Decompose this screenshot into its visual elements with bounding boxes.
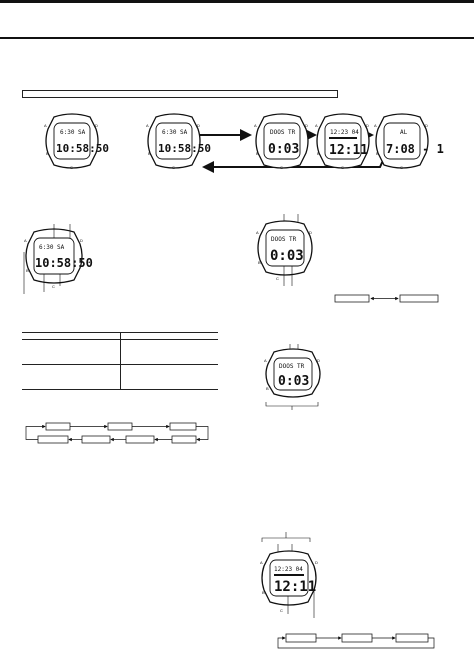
button-c-label: C [280,165,283,170]
flow-box [285,633,317,643]
button-c-label: C [341,165,344,170]
button-b-label: B [26,268,29,273]
calendar-bar [329,137,357,139]
lcd-top-text: AL [400,129,408,136]
flow-box [37,435,69,444]
button-d-label: D [317,358,320,363]
flow-box [334,294,370,303]
watch-detail-timekeeping: 6:30 SA 10:58:50 A B C D [20,222,93,296]
table-column-rule [120,332,121,390]
flow-box [107,422,133,431]
lcd-main-text: 10:58:50 [158,142,211,155]
flow-box [399,294,439,303]
button-d-label: D [197,123,200,128]
watch-timekeeping-alt: 6:30 SA 10:58:50 A B C D [146,113,211,170]
button-a-label: A [260,560,263,565]
button-a-label: A [254,123,257,128]
button-c-label: C [70,165,73,170]
button-a-label: A [374,123,377,128]
lcd-top-text: 12:23 04 [330,129,359,136]
button-a-label: A [256,230,259,235]
calendar-bar [274,574,304,576]
button-c-label: C [280,608,283,613]
lcd-main-text: 12:11 [274,579,316,595]
button-d-label: D [309,230,312,235]
flow-box [341,633,373,643]
button-a-label: A [264,358,267,363]
watch-alarm: AL 7:08 - 1 A B C D [374,113,444,170]
button-c-label: C [172,165,175,170]
lcd-top-text: 12:23 04 [274,566,303,573]
button-d-label: D [315,560,318,565]
button-a-label: A [44,123,47,128]
lcd-top-text: DOOS TR [270,129,296,136]
lcd-main-text: 0:03 [270,248,304,264]
button-b-label: B [266,386,269,391]
button-d-label: D [366,123,369,128]
flow-box [125,435,155,444]
flow-loop-bottom [277,633,435,649]
button-b-label: B [148,151,151,156]
button-c-label: C [400,165,403,170]
lcd-top-text: DOOS TR [279,363,305,370]
watch-detail-data-bank: DOOS TR 0:03 A B C D [254,214,316,288]
button-a-label: A [315,123,318,128]
watch-data-bank: DOOS TR 0:03 A B C D [254,113,310,170]
lcd-main-text: 7:08 - 1 [386,142,444,156]
flow-box [171,435,197,444]
button-d-label: D [305,123,308,128]
header-rule-top [0,0,474,3]
button-a-label: A [146,123,149,128]
button-b-label: B [376,151,379,156]
flow-toggle [334,294,439,303]
section-heading-box [22,90,338,98]
button-c-label: C [52,284,55,289]
button-b-label: B [258,260,261,265]
button-a-label: A [24,238,27,243]
button-b-label: B [317,151,320,156]
button-b-label: B [262,590,265,595]
button-d-label: D [425,123,428,128]
button-b-label: B [46,151,49,156]
flow-box [81,435,111,444]
lcd-top-text: 6:30 SA [39,244,65,251]
watch-detail-data-bank-2: DOOS TR 0:03 A B D [262,344,324,410]
lcd-main-text: 10:58:50 [35,256,93,270]
lcd-main-text: 10:58:50 [56,142,109,155]
lcd-main-text: 0:03 [268,142,299,157]
button-c-label: C [276,276,279,281]
info-table [22,332,218,390]
watch-detail-calendar: 12:23 04 12:11 A B C D [258,530,322,622]
watch-timekeeping: 6:30 SA 10:58:50 A B C D [44,113,109,170]
button-d-label: D [80,238,83,243]
lcd-main-text: 12:11 [329,143,368,158]
lcd-main-text: 0:03 [278,374,309,389]
flow-box [395,633,429,643]
flow-box [45,422,71,431]
watch-calendar: 12:23 04 12:11 A B C D [315,113,371,170]
flow-box [169,422,197,431]
lcd-top-text: 6:30 SA [60,129,86,136]
header-rule-bottom [0,37,474,39]
button-d-label: D [95,123,98,128]
lcd-top-text: DOOS TR [271,236,297,243]
button-b-label: B [256,151,259,156]
flow-loop-left [25,422,209,444]
lcd-top-text: 6:30 SA [162,129,188,136]
